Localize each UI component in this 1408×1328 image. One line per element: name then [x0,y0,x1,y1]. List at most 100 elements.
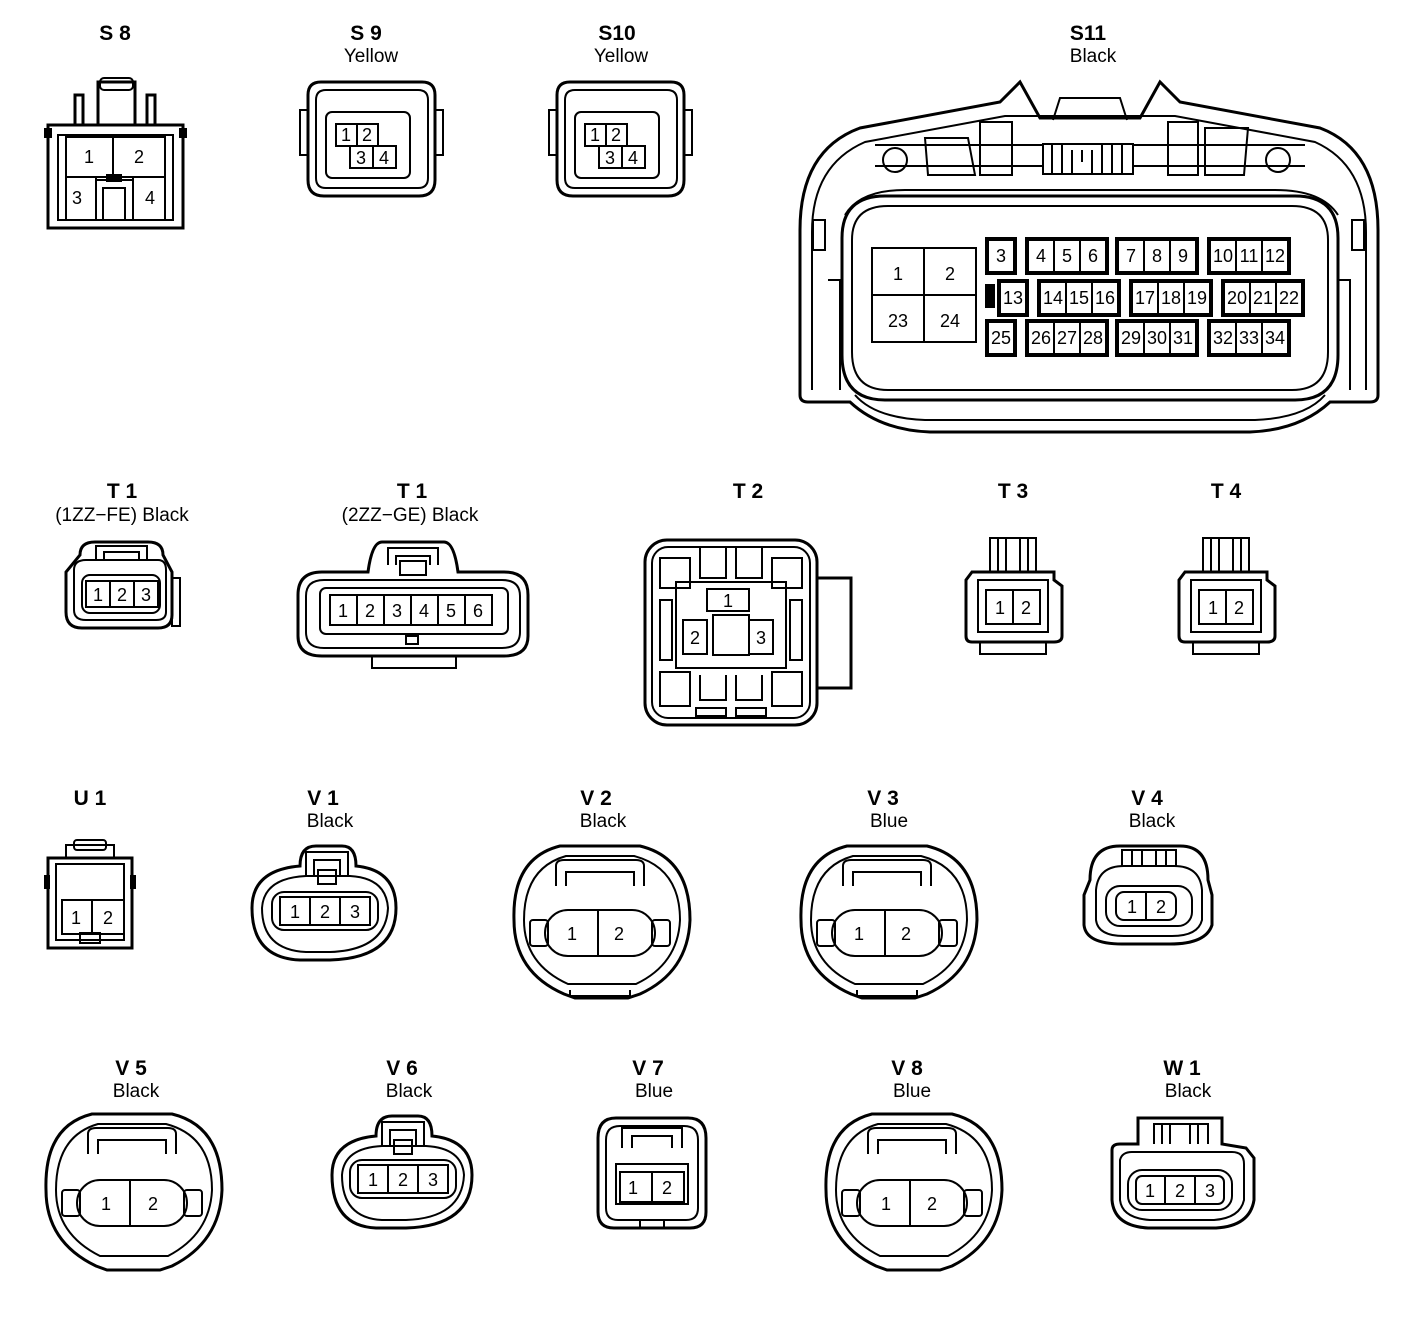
connector-s10-color: Yellow [594,46,649,67]
pin-label: 22 [1279,288,1299,308]
connector-t1-1zz-color: (1ZZ−FE) Black [55,505,189,526]
pin-label: 21 [1253,288,1273,308]
pin-label: 2 [1021,598,1031,618]
pin-label: 34 [1265,328,1285,348]
connector-t1-1zz-fe: T 1 (1ZZ−FE) Black 1 2 3 [55,480,189,630]
connector-v4-title: V 4 [1131,787,1163,810]
pin-label: 1 [893,264,903,284]
pin-cavity [1261,239,1289,273]
pin-label: 2 [662,1178,672,1198]
pin-label: 2 [945,264,955,284]
connector-s11-title: S11 [1070,22,1107,45]
pin-label: 28 [1083,328,1103,348]
connector-t4: T 4 1 2 [1177,480,1277,655]
connector-t1-1zz-title: T 1 [107,480,138,503]
pin-label: 3 [996,246,1006,266]
connector-t1-2zz-title: T 1 [397,480,428,503]
connector-v1-title: V 1 [307,787,339,810]
pin-label: 1 [590,125,600,145]
pin-label: 24 [940,311,960,331]
connector-t4-title: T 4 [1211,480,1242,503]
connector-v5: V 5 Black 1 2 [44,1057,224,1272]
pin-label: 1 [881,1194,891,1214]
connector-v3: V 3 Blue 1 2 [799,787,979,1000]
pin-label: 33 [1239,328,1259,348]
pin-label: 2 [103,908,113,928]
pin-label: 3 [356,148,366,168]
connector-v6-color: Black [386,1081,433,1102]
pin-cavity [1183,281,1211,315]
pin-label: 2 [134,147,144,167]
pin-label: 3 [605,148,615,168]
pin-label: 10 [1213,246,1233,266]
connector-v6-title: V 6 [386,1057,418,1080]
pin-label: 26 [1031,328,1051,348]
pin-group [1115,237,1199,275]
pin-label: 3 [72,188,82,208]
pin-label: 30 [1147,328,1167,348]
pin-cavity [1261,321,1289,355]
connector-v5-title: V 5 [115,1057,147,1080]
pin-label: 29 [1121,328,1141,348]
connector-s10-title: S10 [598,22,635,45]
pin-label: 4 [379,148,389,168]
pin-label: 15 [1069,288,1089,308]
pin-label: 1 [723,591,733,611]
pin-cavity [1091,281,1119,315]
pin-label: 1 [338,601,348,621]
connector-w1-title: W 1 [1163,1057,1201,1080]
connector-t2-title: T 2 [733,480,763,503]
pin-group [1207,319,1291,357]
connector-s10: S10 Yellow 1 2 3 4 [548,22,693,198]
pin-label: 2 [320,902,330,922]
connector-t3-title: T 3 [998,480,1028,503]
connector-v7: V 7 Blue 1 2 [596,1057,708,1230]
pin-label: 2 [614,924,624,944]
connector-t2: T 2 1 2 3 [643,480,853,727]
pin-group [1037,279,1121,317]
pin-group [985,319,1017,357]
pin-label: 14 [1043,288,1063,308]
pin-label: 32 [1213,328,1233,348]
pin-label: 1 [93,585,103,605]
pin-label: 1 [101,1194,111,1214]
connector-t1-2zz-color: (2ZZ−GE) Black [342,505,479,526]
pin-label: 3 [428,1170,438,1190]
pin-label: 16 [1095,288,1115,308]
connector-w1: W 1 Black 1 2 3 [1110,1057,1256,1230]
connector-v1: V 1 Black 1 2 3 [250,787,398,962]
pin-label: 1 [341,125,351,145]
pin-label: 3 [141,585,151,605]
pin-label: 1 [1145,1181,1155,1201]
pin-label: 2 [117,585,127,605]
pin-label: 2 [690,628,700,648]
pin-label: 1 [1208,598,1218,618]
pin-cavity [987,321,1015,355]
connector-v3-color: Blue [870,811,908,832]
pin-label: 2 [1156,897,1166,917]
connector-v4-color: Black [1129,811,1176,832]
pin-label: 1 [84,147,94,167]
pin-label: 1 [567,924,577,944]
pin-cavity [987,239,1015,273]
pin-group [997,279,1029,317]
pin-label: 2 [362,125,372,145]
pin-group [1115,319,1199,357]
connector-v8-color: Blue [893,1081,931,1102]
pin-label: 4 [1036,246,1046,266]
pin-label: 3 [350,902,360,922]
pin-label: 25 [991,328,1011,348]
pin-label: 18 [1161,288,1181,308]
pin-group [1025,319,1109,357]
pin-label: 2 [398,1170,408,1190]
pin-label: 4 [628,148,638,168]
pin-cavity [999,281,1027,315]
connector-v4: V 4 Black 1 2 [1082,787,1214,946]
connector-s8-title: S 8 [99,22,131,45]
pin-label: 9 [1178,246,1188,266]
pin-group [1207,237,1291,275]
pin-label: 31 [1173,328,1193,348]
connector-u1: U 1 1 2 [44,787,136,950]
pin-cavity [1275,281,1303,315]
connector-v8: V 8 Blue 1 2 [824,1057,1004,1272]
